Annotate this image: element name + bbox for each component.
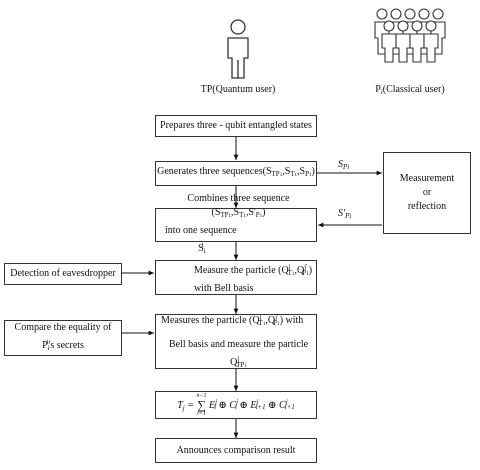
- measurement-line2: or: [422, 187, 432, 198]
- arrow-in-s: S': [338, 208, 346, 219]
- step-compute-formula: Tj = n−1∑i=1 Eji ⊕ Cji ⊕ Eji+1 ⊕ Cji+1: [155, 391, 317, 419]
- tp-person-icon: [227, 19, 249, 79]
- measurement-line3: reflection: [407, 201, 447, 212]
- step-bellz-suffix: ) with: [279, 314, 304, 326]
- step-generate-suffix: ): [311, 165, 315, 177]
- step-generate-sequences: Generates three sequences(STP1,ST1,SP1): [155, 161, 317, 186]
- step-measure-particle: Measure the particle (QjT1,Qj'P1) with B…: [155, 260, 317, 295]
- step-announce-result: Announces comparison result: [155, 438, 317, 463]
- compare-line2: Pit's secrets: [42, 338, 84, 352]
- step-combine-line2-prefix: into one sequence: [164, 225, 237, 236]
- tp-actor-label: TP(Quantum user): [200, 84, 276, 95]
- step-bellz-line2-prefix: Bell basis and measure the particle: [168, 338, 309, 350]
- formula-t: T: [177, 399, 183, 411]
- step-combine-sequences: Combines three sequence (STP1,ST1,S'P1) …: [155, 193, 317, 255]
- pi-label-base: P: [375, 84, 381, 95]
- step-bellz-prefix: Measures the particle (: [161, 314, 253, 326]
- seq-s-p: S: [299, 165, 306, 177]
- pi-label-suffix: (Classical user): [382, 84, 445, 95]
- compare-line2-suffix: 's secrets: [48, 340, 84, 351]
- step-generate-label: Generates three sequences(STP1,ST1,SP1): [157, 165, 315, 178]
- step-measure-line2: with Bell basis: [194, 282, 254, 294]
- step-combine-line2: into one sequence Sit: [164, 225, 237, 255]
- step-generate-prefix: Generates three sequences(: [157, 165, 266, 177]
- arrow-out-s: S: [338, 159, 343, 170]
- step-combine-suffix: ): [262, 207, 266, 218]
- arrow-out-label: SPi: [338, 159, 349, 171]
- seq-s-tp: S: [265, 165, 272, 177]
- compare-line1: Compare the equality of: [14, 322, 112, 333]
- measurement-line1: Measurement: [399, 173, 455, 184]
- step-measure-suffix: ): [308, 264, 313, 276]
- step-measure-line1: Measure the particle (QjT1,Qj'P1): [194, 262, 313, 277]
- arrow-out-sub: Pi: [343, 163, 350, 171]
- pi-group-icon: [374, 8, 446, 63]
- step-prepare-states: Prepares three - qubit entangled states: [155, 115, 317, 137]
- measurement-reflection-box: Measurement or reflection: [383, 152, 471, 234]
- eavesdropper-label: Detection of eavesdropper: [10, 268, 116, 279]
- eavesdropper-detection-box: Detection of eavesdropper: [4, 263, 122, 285]
- step-announce-label: Announces comparison result: [176, 444, 296, 456]
- step-measure-bell-z: Measures the particle (QjT1,Qj'P1) with …: [155, 313, 317, 369]
- step-measure-prefix: Measure the particle (: [194, 264, 282, 276]
- seq-s-t: S: [284, 165, 291, 177]
- step-bellz-line2: Bell basis and measure the particle QjTP…: [168, 338, 309, 369]
- compare-secrets-box: Compare the equality of Pit's secrets: [4, 320, 122, 356]
- step-combine-prefix: Combines three sequence (: [187, 193, 290, 218]
- step-combine-line1: Combines three sequence (STP1,ST1,S'P1): [187, 193, 290, 219]
- step-prepare-label: Prepares three - qubit entangled states: [160, 120, 312, 131]
- pi-label-sub: i: [380, 88, 383, 96]
- arrow-in-label: S'Pi: [338, 208, 351, 220]
- step-bellz-line1: Measures the particle (QjT1,Qj'P1) with: [161, 312, 304, 327]
- pi-actor-label: Pi(Classical user): [360, 84, 460, 96]
- arrow-in-sub: Pi: [345, 212, 352, 220]
- formula-tj: Tj = n−1∑i=1 Eji ⊕ Cji ⊕ Eji+1 ⊕ Cji+1: [177, 392, 295, 417]
